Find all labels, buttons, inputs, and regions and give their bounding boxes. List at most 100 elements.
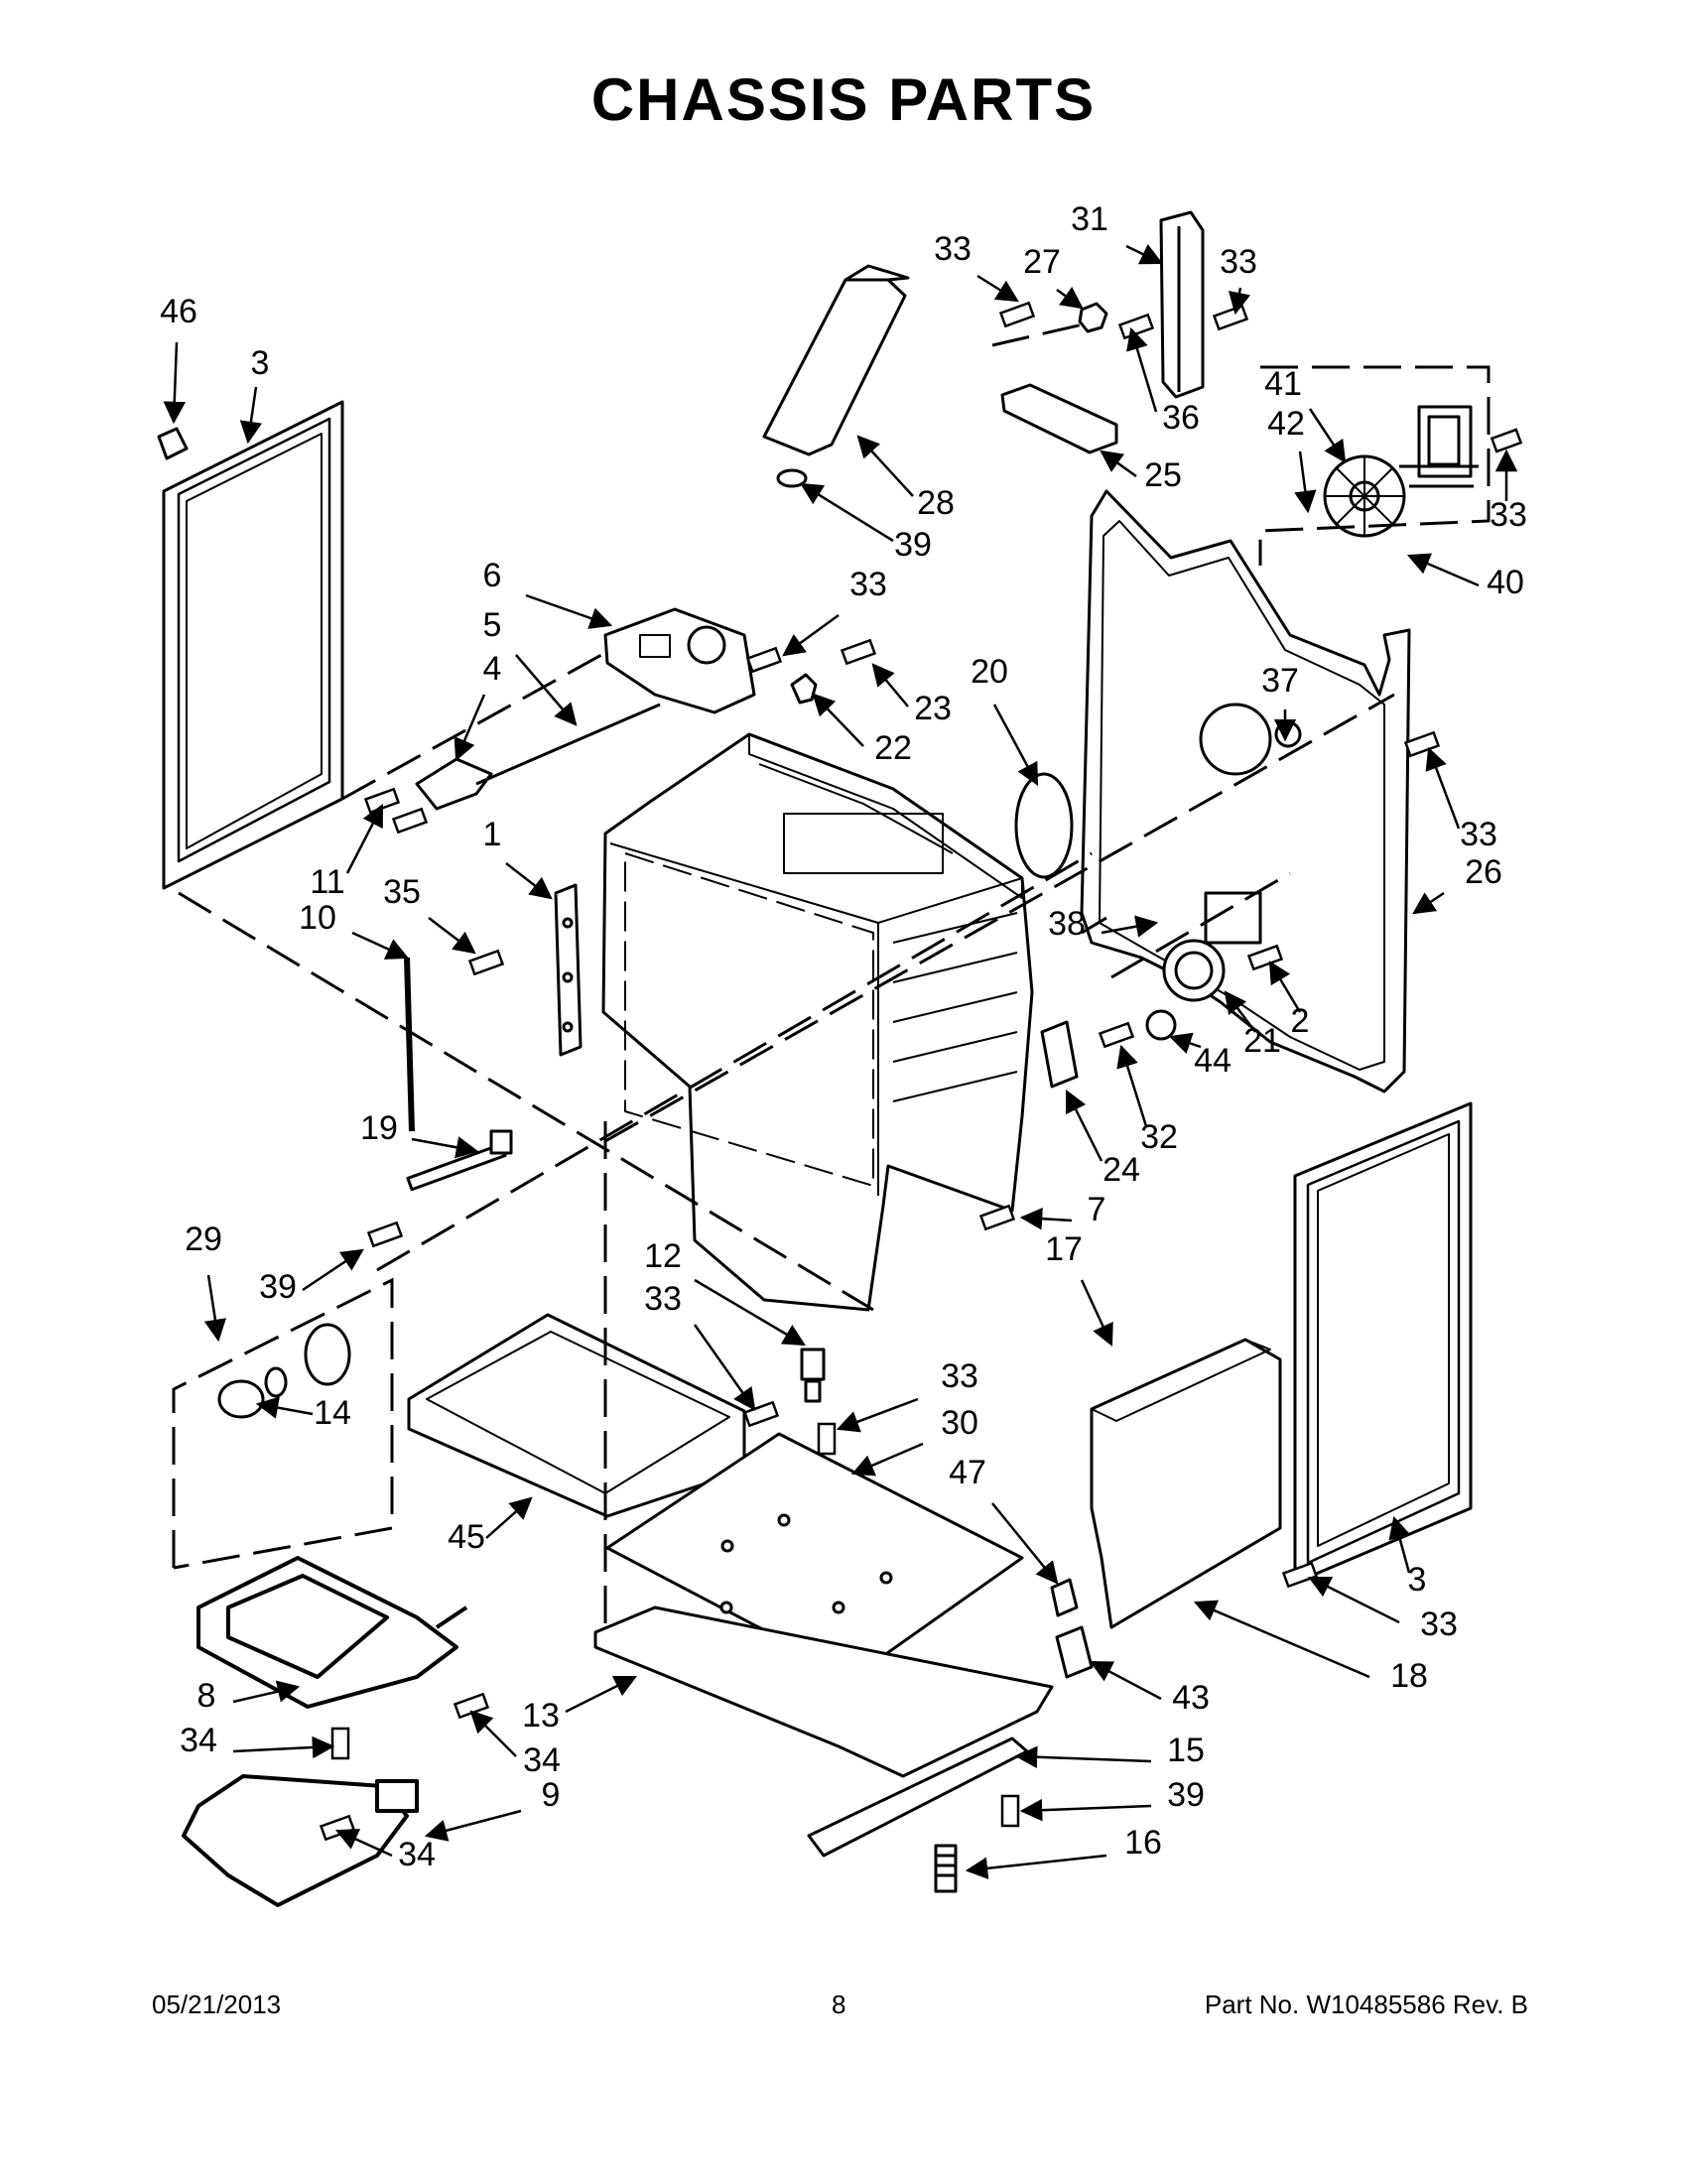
oven-light [1145,939,1226,1041]
leader-line [1228,287,1251,316]
leader-line [302,1248,364,1292]
sensor-plate [554,883,583,1057]
rear-panel [1080,489,1411,1093]
leader-line [232,1735,335,1759]
leader-line [1101,915,1159,938]
callout-23: 23 [914,690,952,727]
control-bracket [603,607,756,714]
handle-support [762,264,910,488]
assembly-line [1081,916,1107,935]
side-panel-left [162,400,344,890]
leader-line [871,663,909,707]
vertical-channel [1159,210,1205,399]
assembly-line [604,693,1395,1143]
callout-24: 24 [1103,1151,1140,1189]
screw [467,949,505,976]
callout-18: 18 [1390,1657,1428,1695]
bracket-25 [1000,383,1118,454]
leader-line [515,654,578,726]
leader-line [1307,1576,1400,1624]
leader-line [1193,1600,1370,1679]
leader-line [1412,891,1445,915]
callout-32: 32 [1140,1118,1178,1156]
leader-line [693,1324,756,1411]
callout-11: 11 [310,863,344,901]
callout-20: 20 [971,653,1008,691]
leader-line [469,1710,517,1757]
callout-1: 1 [483,816,502,853]
leader-line [1425,746,1461,830]
callout-39: 39 [259,1268,297,1306]
leader-line [856,435,914,497]
bracket-part [157,427,189,460]
screw [363,787,401,815]
screw [1281,1561,1319,1589]
screw [1000,1794,1020,1828]
footer-date: 05/21/2013 [152,1990,282,2019]
leader-line [203,1274,227,1343]
callout-42: 42 [1267,405,1305,443]
callout-35: 35 [383,873,421,911]
footer-page-number: 8 [832,1990,846,2019]
bracket-24 [1040,1020,1079,1089]
leader-line [1080,1279,1113,1348]
callout-8: 8 [197,1677,216,1715]
callout-27: 27 [1023,243,1061,281]
convection-fan [1323,454,1406,538]
leader-line [782,613,840,657]
screw [391,807,429,835]
callout-34: 34 [180,1722,217,1759]
leader-line [976,274,1019,303]
clip-14 [1050,1578,1079,1617]
callout-33: 33 [1460,816,1497,853]
knob-assembly [217,1323,351,1419]
leader-line [800,482,894,543]
leader-line [454,694,486,762]
screw [330,1727,350,1760]
callout-28: 28 [917,484,955,522]
broil-pan [407,1313,746,1518]
leader-line [1014,1745,1152,1768]
callout-25: 25 [1144,456,1182,494]
assembly-line [1258,365,1491,566]
leader-line [1090,1660,1162,1701]
screw [742,1400,780,1428]
leader-line [565,1675,638,1714]
callout-46: 46 [160,293,197,330]
callout-29: 29 [185,1220,222,1258]
leader-line [836,1397,919,1433]
assembly-line [172,1277,394,1570]
screw [1098,1021,1135,1049]
callout-45: 45 [448,1518,485,1556]
screw [817,1422,837,1456]
leveling-leg [934,1844,958,1893]
gasket-10 [404,957,415,1132]
leader-line [1019,1207,1073,1230]
leader-line [163,341,187,425]
callout-33: 33 [941,1357,978,1395]
assembly-line [178,891,874,1312]
callout-9: 9 [542,1776,561,1814]
callout-47: 47 [949,1454,986,1491]
screw [745,646,783,674]
leader-line [334,1829,393,1858]
nut-27 [1078,302,1108,333]
pad-43 [1055,1625,1094,1679]
callout-3: 3 [251,344,270,382]
screw [366,1220,404,1248]
assembly-line [991,321,1093,347]
leader-line [1116,1044,1148,1127]
footer-part-number: Part No. W10485586 Rev. B [1204,1990,1528,2019]
callout-34: 34 [398,1836,436,1873]
leader-line [239,386,263,445]
callout-31: 31 [1071,200,1108,238]
oven-bottom [593,1432,1054,1778]
leader-line [1294,450,1317,514]
leader-line [1168,1032,1202,1055]
leader-line [411,1136,479,1159]
callout-36: 36 [1162,399,1200,437]
callout-33: 33 [644,1280,682,1318]
igniter [406,1129,513,1192]
door-switch [415,703,661,811]
bake-element [196,1556,468,1709]
